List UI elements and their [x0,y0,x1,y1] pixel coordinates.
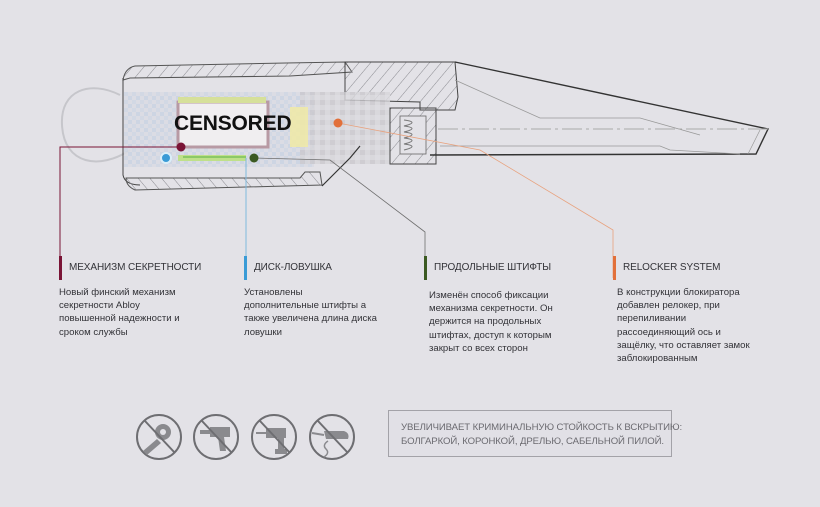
desc-line: закрыт со всех сторон [429,342,528,354]
resistance-note-box: УВЕЛИЧИВАЕТ КРИМИНАЛЬНУЮ СТОЙКОСТЬ К ВСК… [388,410,682,457]
secrecy-dot [176,142,186,152]
desc-line: секретности Abloy [59,300,140,312]
callout-title: МЕХАНИЗМ СЕКРЕТНОСТИ [69,262,202,273]
callout-marker [424,256,427,280]
leader-secrecy [59,146,181,278]
callout-description: Новый финский механизм секретности Abloy… [59,286,180,339]
desc-line: штифтах, доступ к которым [429,329,552,341]
pins-dot [249,153,259,163]
callout-marker [613,256,616,280]
relocker-spring [403,119,413,151]
relocker-dot [333,118,343,128]
desc-line: В конструкции блокиратора [617,287,740,298]
callout-title: ПРОДОЛЬНЫЕ ШТИФТЫ [434,262,552,273]
desc-line: также увеличена длина диска [244,313,377,325]
trap-disc-dot [160,152,172,164]
desc-line: держится на продольных [429,316,542,328]
callout-description: В конструкции блокиратора добавлен релок… [617,286,750,365]
desc-line: защёлку, что оставляет замок [617,339,750,351]
callout-marker [244,256,247,280]
note-line-2: БОЛГАРКОЙ, КОРОНКОЙ, ДРЕЛЬЮ, САБЕЛЬНОЙ П… [401,436,664,447]
desc-line: дополнительные штифты а [244,300,367,312]
callout-description: Изменён способ фиксации механизма секрет… [429,289,553,355]
desc-line: Новый финский механизм [59,287,176,298]
callout-title: ДИСК-ЛОВУШКА [254,262,332,273]
no-saber-saw-icon [309,414,355,460]
leader-relocker [337,122,614,278]
housing-bottom [125,171,323,191]
desc-line: сроком службы [59,326,128,338]
desc-line: Изменён способ фиксации [429,290,549,301]
no-angle-grinder-icon [136,414,182,460]
no-core-drill-icon [193,414,239,460]
desc-line: перепиливании [617,313,687,325]
desc-line: повышенной надежности и [59,313,180,325]
callout-title: RELOCKER SYSTEM [623,262,721,273]
desc-line: механизма секретности. Он [429,303,553,315]
no-drill-icon [251,414,297,460]
callout-description: Установлены дополнительные штифты а такж… [244,286,377,339]
secrecy-mechanism-frame [176,100,270,149]
note-line-1: УВЕЛИЧИВАЕТ КРИМИНАЛЬНУЮ СТОЙКОСТЬ К ВСК… [401,422,683,433]
desc-line: заблокированным [617,353,698,365]
bolt-outline [429,61,770,156]
key-bow-outline [60,87,131,163]
desc-line: добавлен релокер, при [617,300,720,312]
callout-marker [59,256,62,280]
desc-line: ловушки [244,326,282,338]
censored-label: CENSORED [174,112,292,135]
desc-line: Установлены [244,287,303,298]
housing-top [122,61,353,81]
leader-pins [253,157,426,278]
desc-line: рассоединяющий ось и [617,326,721,338]
